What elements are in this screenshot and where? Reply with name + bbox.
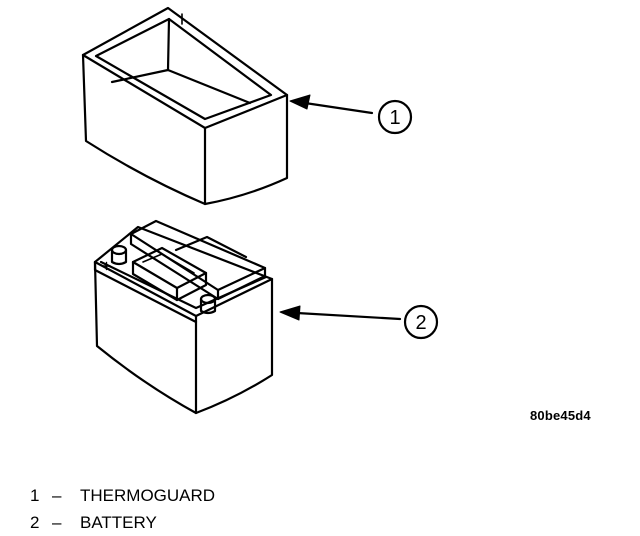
battery-terminal-left — [110, 244, 128, 266]
legend-separator: – — [52, 513, 62, 532]
legend-item-thermoguard: 1 – THERMOGUARD — [30, 482, 215, 509]
legend-number: 1 — [30, 486, 40, 505]
battery-thermoguard-diagram: 1 2 — [81, 6, 439, 415]
thermoguard-rim — [81, 6, 289, 97]
legend-number: 2 — [30, 513, 40, 532]
legend-label: THERMOGUARD — [80, 486, 216, 505]
battery-top — [93, 225, 274, 281]
callout-circle-1 — [377, 99, 413, 135]
callout-legend: 1 – THERMOGUARD 2 – BATTERY — [30, 482, 215, 536]
battery-right-face — [194, 277, 274, 415]
thermoguard-right-face — [203, 93, 289, 206]
figure-reference-id: 80be45d4 — [530, 408, 591, 423]
callout-number-1: 1 — [389, 107, 400, 129]
thermoguard-box — [81, 6, 289, 206]
battery — [93, 219, 274, 415]
legend-item-battery: 2 – BATTERY — [30, 509, 215, 536]
battery-terminal-right — [199, 293, 217, 315]
legend-label: BATTERY — [80, 513, 157, 532]
callout-number-2: 2 — [415, 312, 426, 334]
callout-arrow-1 — [289, 94, 374, 115]
callout-circle-2 — [403, 304, 439, 340]
legend-separator: – — [52, 486, 62, 505]
callout-arrow-2 — [279, 305, 402, 321]
